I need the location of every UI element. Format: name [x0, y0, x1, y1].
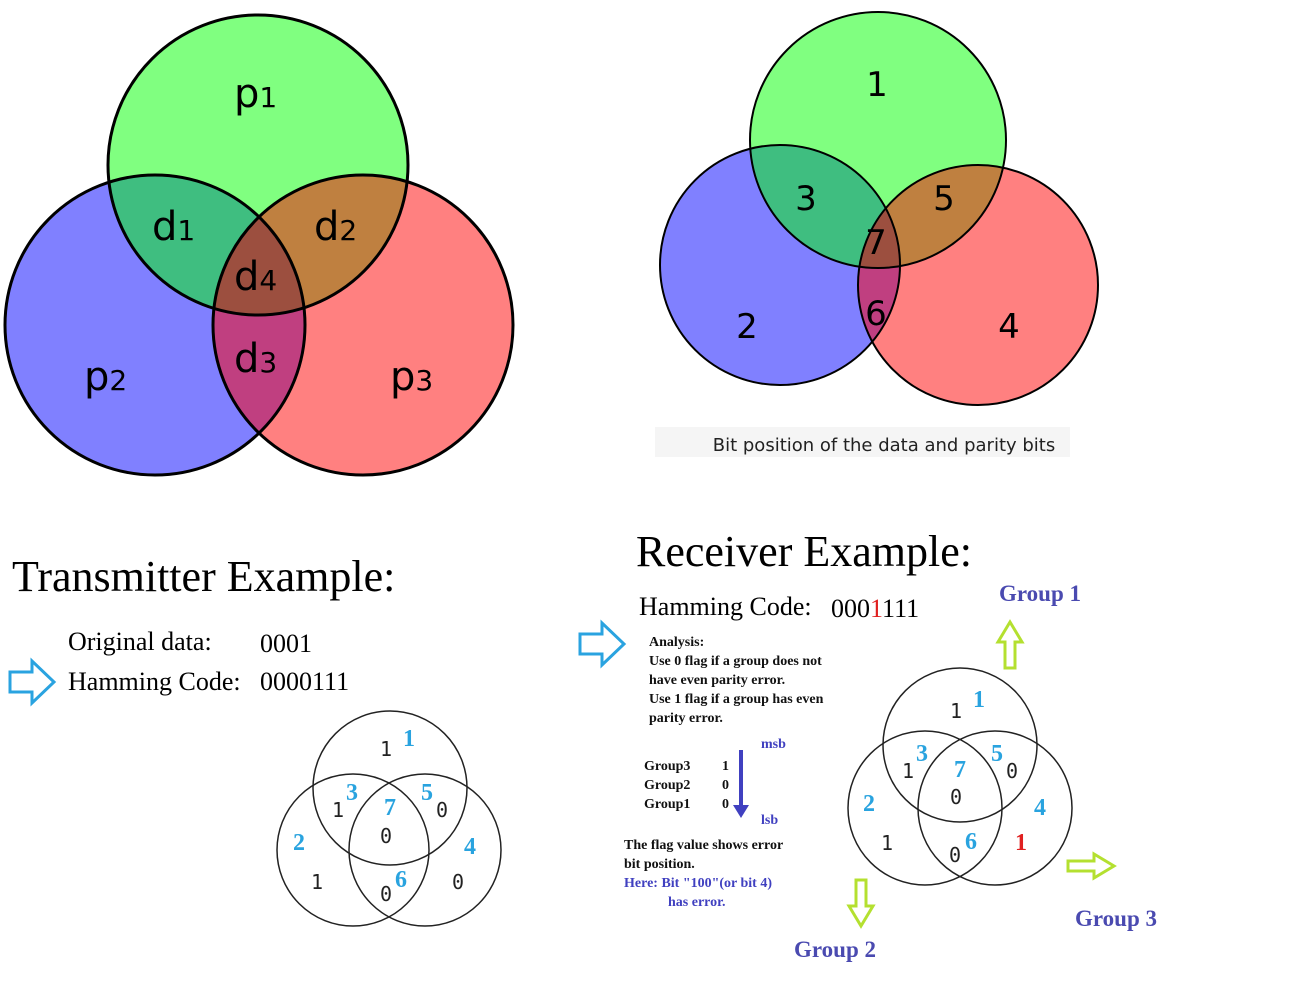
rx-bit-5: 0 — [1006, 759, 1018, 783]
label-d3: d3 — [234, 336, 277, 382]
tx-bit-2: 1 — [311, 870, 323, 894]
group2-label: Group 2 — [794, 937, 876, 962]
tx-pos-4: 4 — [464, 834, 476, 860]
msb-lsb-arrow-icon — [733, 750, 749, 818]
lsb-label: lsb — [761, 813, 778, 828]
group1-label: Group 1 — [999, 581, 1081, 606]
label-p1: p1 — [234, 71, 277, 117]
tx-bit-6: 0 — [380, 882, 392, 906]
group-name-1: Group1 — [644, 797, 690, 812]
group3-arrow-icon — [1066, 851, 1117, 881]
analysis-line-2: Use 0 flag if a group does not — [649, 654, 822, 669]
original-data-label: Original data: — [68, 627, 212, 656]
tx-hamming-label: Hamming Code: — [68, 667, 241, 696]
msb-label: msb — [761, 737, 786, 752]
group-flag-2: 0 — [722, 778, 729, 793]
tx-hamming-value: 0000111 — [260, 667, 349, 696]
bit-position-caption: Bit position of the data and parity bits — [713, 435, 1055, 456]
rx-bit-6: 0 — [949, 843, 961, 867]
venn-bit-positions: 1 2 3 4 5 6 7 Bit position of the data a… — [655, 11, 1099, 457]
group1-arrow-icon — [995, 619, 1025, 670]
tx-bit-7: 0 — [380, 824, 392, 848]
transmitter-title: Transmitter Example: — [12, 552, 395, 601]
transmitter-example: Transmitter Example: Original data: 0001… — [8, 552, 502, 927]
analysis-line-1: Analysis: — [649, 635, 704, 650]
rx-hamming-label: Hamming Code: — [639, 592, 812, 621]
tx-pos-3: 3 — [346, 780, 358, 806]
receiver-example: Receiver Example: Hamming Code: 0001111 … — [578, 527, 1157, 962]
pointer-arrow-icon — [578, 619, 627, 669]
rx-pos-5: 5 — [991, 741, 1003, 767]
analysis-line-4: Use 1 flag if a group has even — [649, 692, 824, 707]
tx-bit-4: 0 — [452, 870, 464, 894]
conclusion-line-1: The flag value shows error — [624, 838, 783, 853]
pointer-arrow-icon — [8, 657, 57, 707]
position-2: 2 — [736, 307, 758, 347]
position-5: 5 — [933, 179, 955, 219]
group-flag-3: 1 — [722, 759, 729, 774]
analysis-line-3: have even parity error. — [649, 673, 785, 688]
label-d2: d2 — [314, 204, 357, 250]
tx-bit-1: 1 — [380, 737, 392, 761]
position-7: 7 — [865, 223, 887, 263]
rx-pos-7: 7 — [954, 757, 966, 783]
analysis-line-5: parity error. — [649, 711, 723, 726]
conclusion-line-2: bit position. — [624, 857, 695, 872]
rx-bit-7: 0 — [950, 785, 962, 809]
label-p3: p3 — [390, 354, 433, 400]
rx-pos-1: 1 — [973, 687, 985, 713]
tx-pos-5: 5 — [421, 780, 433, 806]
rx-hamming-value: 0001111 — [831, 594, 919, 623]
label-d4: d4 — [234, 254, 277, 300]
rx-bit-1: 1 — [950, 699, 962, 723]
here-line-1: Here: Bit "100"(or bit 4) — [624, 876, 772, 891]
group-name-3: Group3 — [644, 759, 690, 774]
venn-parity-data: p1 p2 p3 d1 d2 d3 d4 — [3, 13, 515, 477]
group-name-2: Group2 — [644, 778, 690, 793]
rx-pos-4: 4 — [1034, 795, 1046, 821]
tx-pos-6: 6 — [395, 867, 407, 893]
region-d2 — [213, 175, 408, 315]
original-data-value: 0001 — [260, 629, 312, 658]
here-line-2: has error. — [668, 895, 726, 910]
position-6: 6 — [865, 294, 887, 334]
position-1: 1 — [866, 65, 888, 105]
group2-arrow-icon — [846, 878, 876, 929]
rx-bit-3: 1 — [902, 759, 914, 783]
tx-pos-2: 2 — [293, 830, 305, 856]
position-3: 3 — [795, 179, 817, 219]
rx-venn — [847, 667, 1073, 886]
rx-pos-2: 2 — [863, 791, 875, 817]
label-p2: p2 — [84, 354, 127, 400]
tx-venn — [276, 710, 502, 927]
rx-bit-2: 1 — [881, 831, 893, 855]
tx-bit-3: 1 — [332, 798, 344, 822]
group3-label: Group 3 — [1075, 906, 1157, 931]
group-flag-1: 0 — [722, 797, 729, 812]
label-d1: d1 — [152, 204, 195, 250]
region-d1 — [108, 175, 305, 315]
tx-pos-1: 1 — [403, 726, 415, 752]
tx-bit-5: 0 — [436, 798, 448, 822]
tx-pos-7: 7 — [384, 795, 396, 821]
rx-pos-6: 6 — [965, 829, 977, 855]
rx-pos-3: 3 — [916, 741, 928, 767]
position-4: 4 — [998, 307, 1020, 347]
receiver-title: Receiver Example: — [636, 527, 972, 576]
rx-bit-4-error: 1 — [1015, 830, 1027, 856]
